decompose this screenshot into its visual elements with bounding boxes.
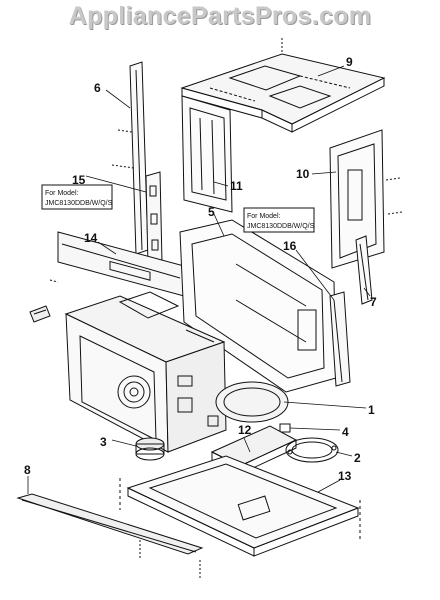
callout-8: 8 [24, 463, 31, 477]
callout-6: 6 [94, 81, 101, 95]
model-note-right-line2: JMC8130DDB/W/Q/S [247, 223, 315, 230]
model-note-left-line1: For Model: [45, 190, 79, 197]
part-8-grille-strip [16, 493, 204, 555]
callout-13: 13 [338, 469, 352, 483]
part-3-motor [135, 437, 165, 461]
part-6-left-bracket [111, 61, 149, 255]
callout-4: 4 [342, 425, 349, 439]
callout-2: 2 [354, 451, 361, 465]
callout-5: 5 [208, 205, 215, 219]
part-14-control-rail [49, 231, 185, 297]
callout-14: 14 [84, 231, 98, 245]
part-cavity-housing [64, 291, 227, 453]
callout-11: 11 [230, 179, 243, 193]
part-10-right-side-panel [329, 129, 403, 269]
part-1-glass-tray [215, 381, 289, 423]
leader-lines [27, 65, 371, 494]
part-4-coupler [279, 423, 291, 433]
callout-12: 12 [238, 423, 252, 437]
callout-1: 1 [368, 403, 375, 417]
callout-3: 3 [100, 435, 107, 449]
part-filter-left [29, 305, 51, 323]
part-9-top-cover [180, 38, 386, 133]
callout-10: 10 [296, 167, 310, 181]
part-16-door-trim [329, 291, 351, 387]
part-2-roller-ring [285, 437, 339, 463]
part-11-left-side-panel [181, 95, 233, 213]
part-15-left-channel [145, 171, 163, 267]
model-note-left-line2: JMC8130DDB/W/Q/S [45, 200, 113, 207]
callout-16: 16 [283, 239, 297, 253]
model-note-right-line1: For Model: [247, 213, 281, 220]
model-note-box-right [243, 207, 315, 233]
callout-15: 15 [72, 173, 86, 187]
part-7-right-bracket [355, 235, 373, 305]
model-note-box-left [41, 184, 113, 210]
callout-7: 7 [370, 295, 377, 309]
part-13-base-plate [119, 455, 361, 580]
watermark-logo: AppliancePartsPros.com [68, 2, 372, 30]
callout-9: 9 [346, 55, 353, 69]
